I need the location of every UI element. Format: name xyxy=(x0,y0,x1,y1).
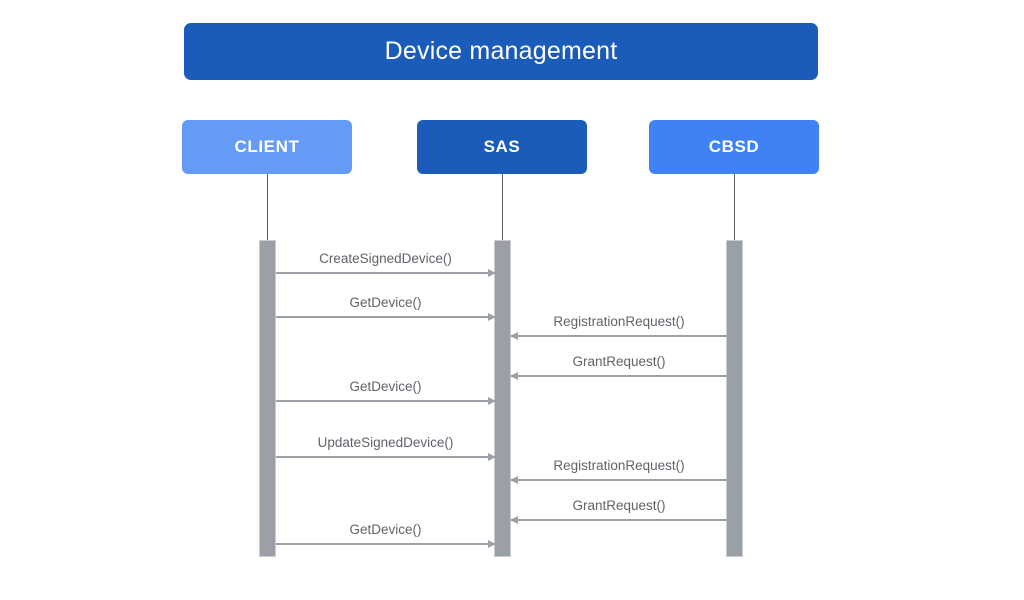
activation-bar-client xyxy=(259,240,276,557)
message-label: GetDevice() xyxy=(349,379,422,394)
activation-bar-cbsd xyxy=(726,240,743,557)
message-line xyxy=(276,543,495,545)
arrowhead-right-icon xyxy=(488,312,496,321)
message-label: GrantRequest() xyxy=(572,498,666,513)
participant-cbsd[interactable]: CBSD xyxy=(649,120,819,174)
arrowhead-right-icon xyxy=(488,396,496,405)
lifeline-client xyxy=(267,174,268,241)
message-label: UpdateSignedDevice() xyxy=(317,435,454,450)
message-line xyxy=(276,456,495,458)
participant-label: CLIENT xyxy=(234,137,300,156)
message-line xyxy=(511,519,727,521)
message-label: GetDevice() xyxy=(349,295,422,310)
message-line xyxy=(511,375,727,377)
arrowhead-right-icon xyxy=(488,268,496,277)
diagram-title: Device management xyxy=(384,37,618,65)
message-label: GrantRequest() xyxy=(572,354,666,369)
message-label: RegistrationRequest() xyxy=(553,458,685,473)
lifeline-cbsd xyxy=(734,174,735,241)
message-line xyxy=(511,479,727,481)
arrowhead-left-icon xyxy=(510,515,518,524)
participant-sas[interactable]: SAS xyxy=(417,120,587,174)
message-label: CreateSignedDevice() xyxy=(319,251,452,266)
arrowhead-left-icon xyxy=(510,331,518,340)
arrowhead-right-icon xyxy=(488,452,496,461)
arrowhead-left-icon xyxy=(510,371,518,380)
message-line xyxy=(276,272,495,274)
participant-client[interactable]: CLIENT xyxy=(182,120,352,174)
lifeline-sas xyxy=(502,174,503,241)
message-line xyxy=(511,335,727,337)
arrowhead-right-icon xyxy=(488,539,496,548)
activation-bar-sas xyxy=(494,240,511,557)
participant-label: SAS xyxy=(483,137,521,156)
arrowhead-left-icon xyxy=(510,475,518,484)
message-line xyxy=(276,400,495,402)
message-label: RegistrationRequest() xyxy=(553,314,685,329)
diagram-title-banner: Device management xyxy=(184,23,818,80)
participant-label: CBSD xyxy=(708,137,760,156)
message-label: GetDevice() xyxy=(349,522,422,537)
message-line xyxy=(276,316,495,318)
